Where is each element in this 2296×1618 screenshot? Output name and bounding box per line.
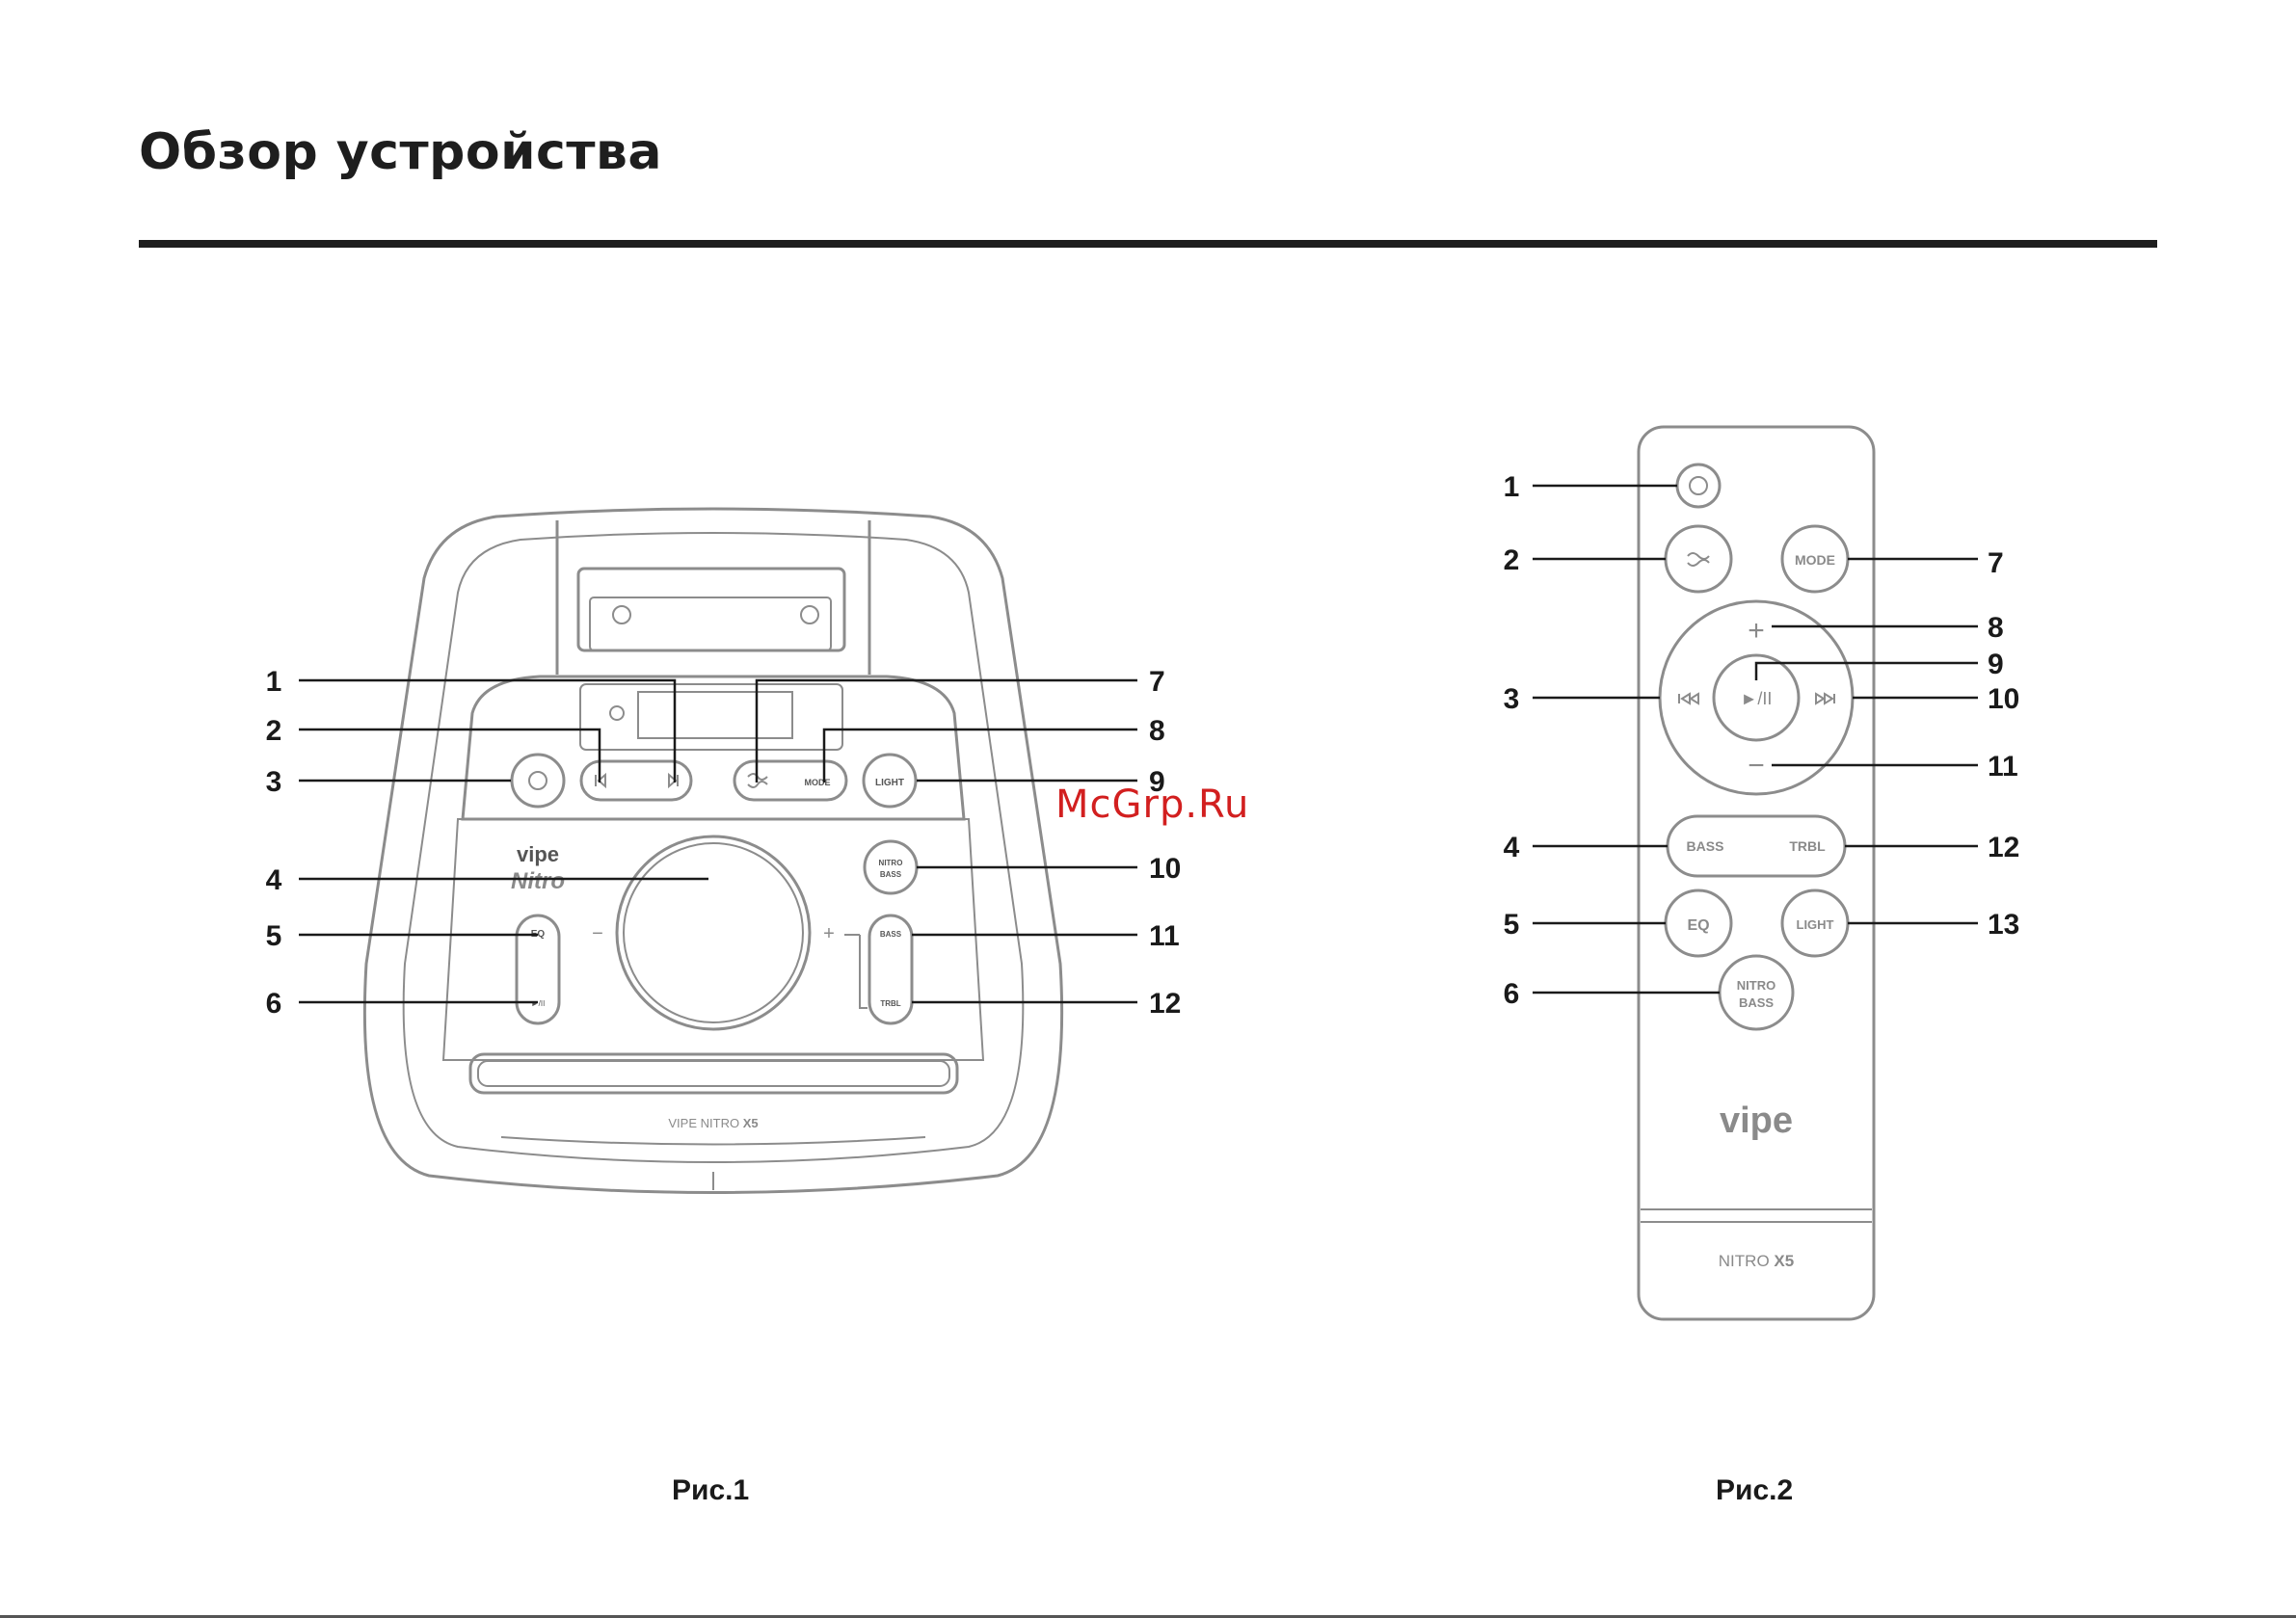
figure1-leaders [299,680,1137,1002]
callout-7: 7 [1149,666,1165,698]
display-screen [638,692,792,738]
nitro-bass-button [865,841,917,893]
trbl-rocker-label: TRBL [880,999,900,1008]
handle-bracket [590,597,831,650]
remote-mode-label: MODE [1795,552,1835,568]
remote-body [1639,427,1874,1319]
remote-callout-10: 10 [1988,683,2019,715]
remote-brand-label: vipe [1720,1101,1793,1141]
remote-callout-3: 3 [1504,683,1520,715]
remote-illustration: MODE ►/II + − BASS TRBL EQ LIGHT NITRO B… [1639,427,1874,1319]
callout-6: 6 [266,988,282,1020]
remote-plus-label: + [1748,615,1765,647]
remote-power-button [1677,464,1720,507]
nitro-bass-label: BASS [880,870,902,879]
remote-link-button [1666,526,1731,592]
callout-2: 2 [266,715,282,747]
remote-play-label: ►/II [1741,689,1773,708]
remote-callout-2: 2 [1504,544,1520,576]
callout-10: 10 [1149,853,1181,885]
remote-callout-4: 4 [1504,832,1520,863]
remote-next-icon [1816,694,1834,703]
light-label: LIGHT [875,778,904,788]
speaker-inner-shell [404,533,1024,1162]
mode-label: MODE [805,778,831,787]
handle-screw-right [801,606,818,623]
leader-7 [757,680,1137,782]
remote-callout-7: 7 [1988,547,2004,579]
remote-nitro-label: NITRO [1737,978,1775,993]
remote-divider [1641,1209,1872,1222]
remote-bass-label: BASS [1687,838,1724,854]
handle-screw-left [613,606,630,623]
remote-nitro-bass-button [1720,956,1793,1029]
power-button [512,755,564,807]
bottom-slot-inner [478,1061,949,1086]
volume-minus: − [592,923,603,944]
callout-8: 8 [1149,715,1165,747]
volume-knob-inner [624,843,803,1022]
power-button-inner [529,772,547,789]
rocker-bracket [844,935,868,1008]
leader-1 [299,680,675,782]
remote-callout-11: 11 [1988,751,2018,782]
ir-sensor [610,706,624,720]
remote-callout-8: 8 [1988,612,2004,644]
remote-callout-13: 13 [1988,909,2019,941]
callout-4: 4 [266,864,282,896]
remote-nitro-bass-label: BASS [1739,995,1774,1010]
remote-minus-label: − [1748,750,1765,782]
remote-callout-6: 6 [1504,978,1520,1010]
callout-5: 5 [266,920,282,952]
leader-8 [824,729,1137,782]
remote-callout-1: 1 [1504,471,1520,503]
callout-11: 11 [1149,920,1180,952]
remote-prev-icon [1679,694,1698,703]
remote-model-label: NITRO X5 [1719,1252,1794,1270]
display-window [580,684,842,750]
speaker-illustration: MODE LIGHT vipe Nitro − + NITRO BASS EQ … [364,509,1061,1193]
remote-callout-9: 9 [1988,649,2004,680]
bass-rocker-label: BASS [880,930,902,939]
remote-link-icon [1688,553,1709,566]
watermark: McGrp.Ru [1055,782,1249,827]
brand-script-label: Nitro [511,868,565,894]
leader-2 [299,729,600,782]
next-track-icon [669,775,678,786]
remote-trbl-label: TRBL [1789,838,1826,854]
speaker-outer-shell [364,509,1061,1193]
callout-3: 3 [266,766,282,798]
figure1-caption: Рис.1 [672,1474,749,1507]
brand-label: vipe [517,842,559,866]
volume-knob-outer [617,836,810,1029]
remote-eq-label: EQ [1687,917,1709,934]
figure2-caption: Рис.2 [1716,1474,1793,1507]
remote-power-inner [1690,477,1707,494]
nitro-label: NITRO [879,859,903,867]
remote-callout-5: 5 [1504,909,1520,941]
play-pause-label: ►/II [531,999,546,1008]
volume-plus: + [823,923,835,944]
remote-callout-12: 12 [1988,832,2019,863]
speaker-model-label: VIPE NITRO X5 [668,1116,758,1130]
callout-1: 1 [266,666,282,698]
handle-slot [578,569,844,650]
remote-light-label: LIGHT [1797,917,1834,932]
callout-12: 12 [1149,988,1181,1020]
top-panel [463,676,964,819]
speaker-base-line [501,1137,925,1190]
